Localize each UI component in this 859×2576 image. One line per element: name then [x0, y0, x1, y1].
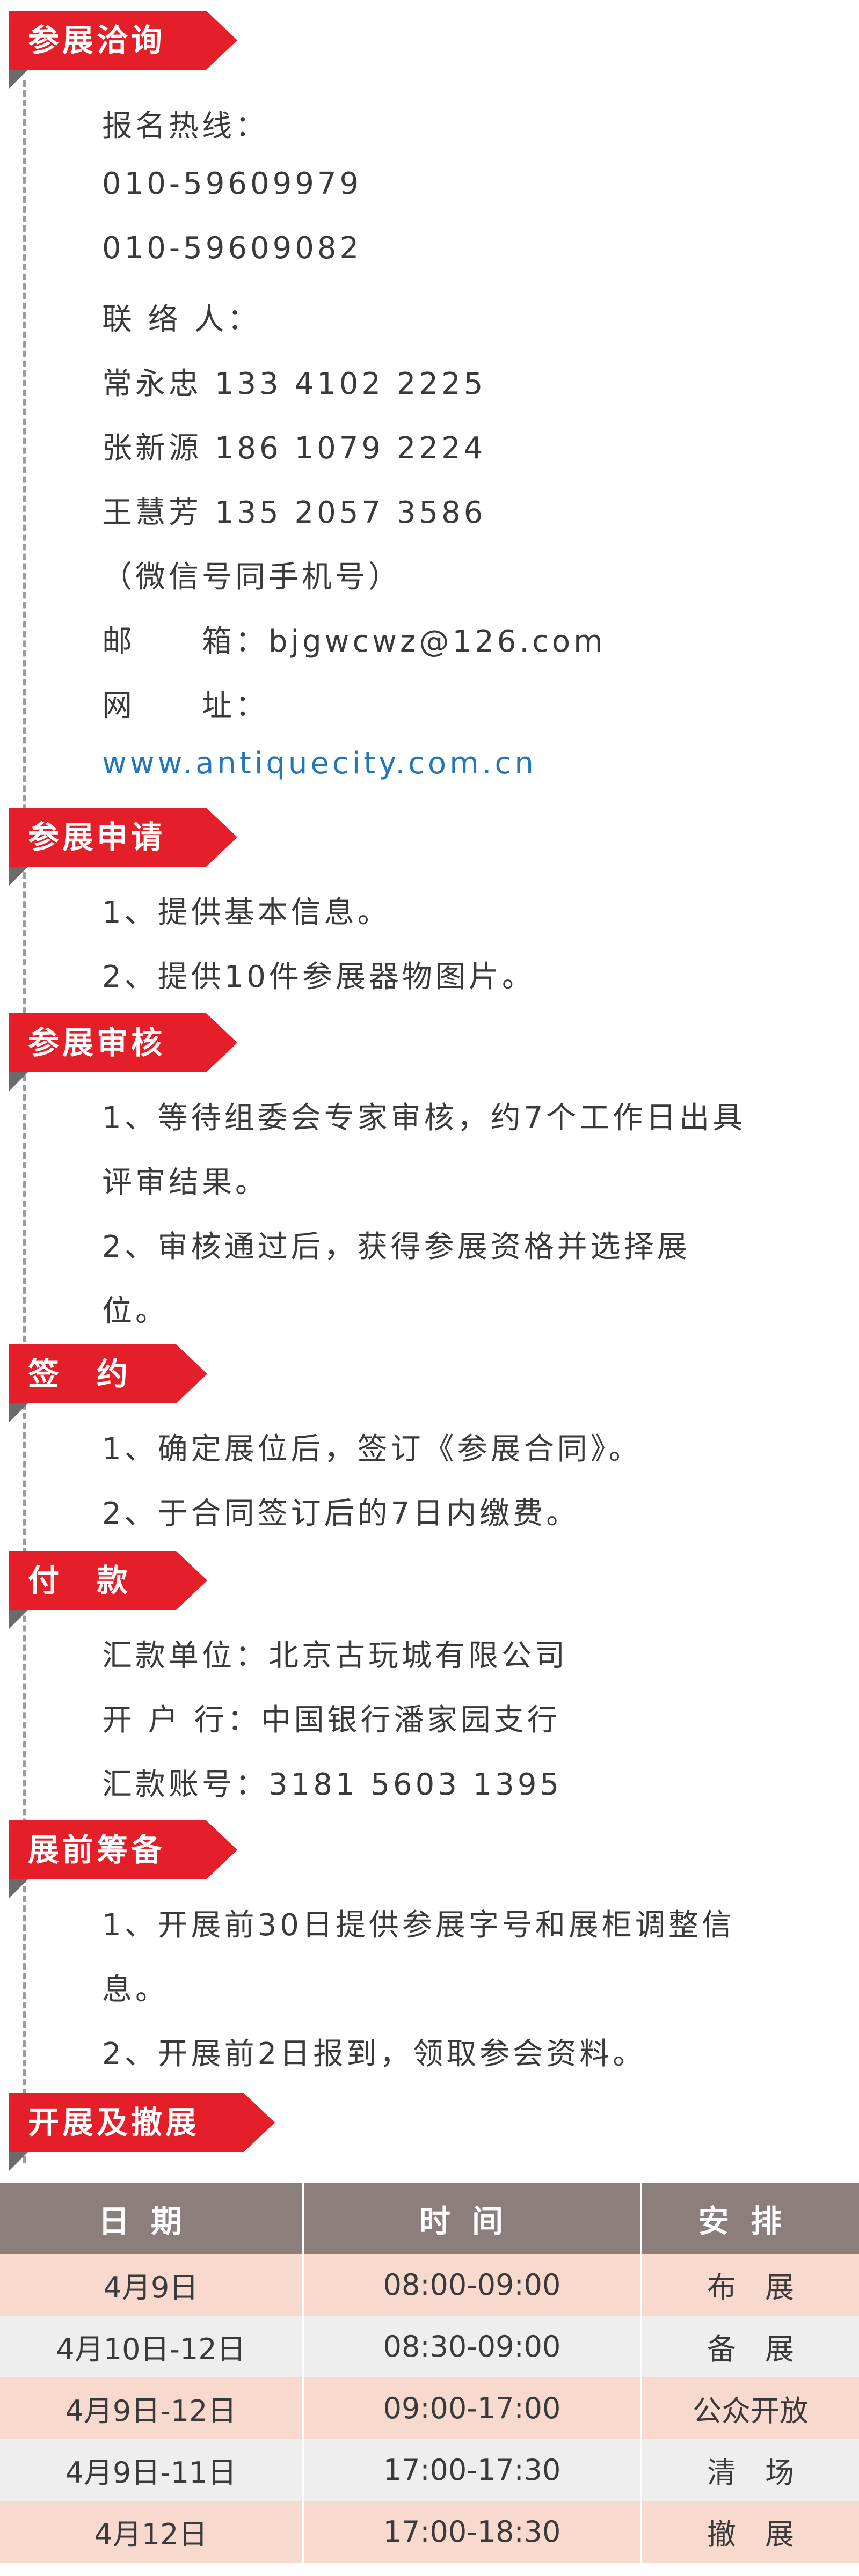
section-tag: 签 约 — [9, 1344, 207, 1403]
contact-line: 常永忠 133 4102 2225 — [102, 367, 486, 401]
list-item: 1、提供基本信息。 — [102, 895, 391, 930]
cell-arrangement: 清 场 — [641, 2439, 859, 2501]
cell-arrangement: 撤 展 — [641, 2501, 859, 2563]
tag-fold — [9, 1610, 28, 1629]
list-item: 位。 — [102, 1294, 169, 1329]
cell-date: 4月9日-12日 — [0, 2377, 304, 2439]
list-item: 息。 — [102, 1972, 169, 2007]
text-line: 联 络 人： — [102, 302, 261, 337]
tag-fold — [9, 1403, 28, 1423]
list-item: 2、提供10件参展器物图片。 — [102, 960, 535, 994]
cell-date: 4月12日 — [0, 2501, 304, 2563]
table-row: 4月9日-12日 09:00-17:00 公众开放 — [0, 2377, 859, 2439]
table-header-row: 日期 时间 安排 — [0, 2183, 859, 2254]
tag-fold — [9, 2152, 28, 2171]
list-item: 2、于合同签订后的7日内缴费。 — [102, 1496, 580, 1531]
section-tag: 展前筹备 — [9, 1820, 237, 1879]
header-arrangement: 安排 — [641, 2183, 859, 2254]
header-date: 日期 — [0, 2183, 304, 2254]
table-row: 4月12日 17:00-18:30 撤 展 — [0, 2501, 859, 2563]
cell-date: 4月9日 — [0, 2254, 304, 2316]
timeline-dashed-line — [23, 80, 26, 2163]
cell-date: 4月9日-11日 — [0, 2439, 304, 2501]
list-item: 评审结果。 — [102, 1165, 268, 1200]
cell-arrangement: 布 展 — [641, 2254, 859, 2316]
phone-number: 010-59609082 — [102, 231, 362, 266]
website-link[interactable]: www.antiquecity.com.cn — [102, 746, 537, 781]
contact-line: 王慧芳 135 2057 3586 — [102, 495, 486, 530]
payment-line: 汇款单位：北京古玩城有限公司 — [102, 1638, 568, 1673]
payment-line: 汇款账号：3181 5603 1395 — [102, 1767, 563, 1802]
tag-fold — [9, 1879, 28, 1899]
schedule-table: 日期 时间 安排 4月9日 08:00-09:00 布 展 4月10日-12日 … — [0, 2183, 859, 2563]
text-line: 报名热线： — [102, 109, 268, 144]
list-item: 2、审核通过后，获得参展资格并选择展 — [102, 1230, 690, 1264]
section-tag: 付 款 — [9, 1551, 207, 1610]
text-line: 网 址： — [102, 689, 268, 723]
list-item: 1、开展前30日提供参展字号和展柜调整信 — [102, 1908, 735, 1943]
cell-time: 17:00-18:30 — [303, 2501, 642, 2563]
section-tag: 参展洽询 — [9, 11, 237, 70]
list-item: 2、开展前2日报到，领取参会资料。 — [102, 2037, 646, 2072]
list-item: 1、等待组委会专家审核，约7个工作日出具 — [102, 1101, 746, 1136]
payment-line: 开 户 行：中国银行潘家园支行 — [102, 1703, 560, 1738]
cell-date: 4月10日-12日 — [0, 2316, 304, 2377]
table-row: 4月10日-12日 08:30-09:00 备 展 — [0, 2316, 859, 2377]
cell-time: 09:00-17:00 — [303, 2377, 642, 2439]
cell-time: 08:00-09:00 — [303, 2254, 642, 2316]
header-time: 时间 — [303, 2183, 642, 2254]
list-item: 1、确定展位后，签订《参展合同》。 — [102, 1432, 642, 1467]
phone-number: 010-59609979 — [102, 166, 362, 201]
email-line: 邮 箱：bjgwcwz@126.com — [102, 624, 606, 659]
table-row: 4月9日 08:00-09:00 布 展 — [0, 2254, 859, 2316]
section-tag: 开展及撤展 — [9, 2093, 275, 2152]
section-tag: 参展申请 — [9, 808, 237, 867]
contact-line: 张新源 186 1079 2224 — [102, 431, 486, 466]
cell-time: 08:30-09:00 — [303, 2316, 642, 2377]
section-tag: 参展审核 — [9, 1013, 237, 1072]
cell-arrangement: 备 展 — [641, 2316, 859, 2377]
table-row: 4月9日-11日 17:00-17:30 清 场 — [0, 2439, 859, 2501]
cell-time: 17:00-17:30 — [303, 2439, 642, 2501]
tag-fold — [9, 70, 28, 89]
tag-fold — [9, 867, 28, 886]
text-line: （微信号同手机号） — [102, 560, 402, 595]
cell-arrangement: 公众开放 — [641, 2377, 859, 2439]
tag-fold — [9, 1072, 28, 1092]
